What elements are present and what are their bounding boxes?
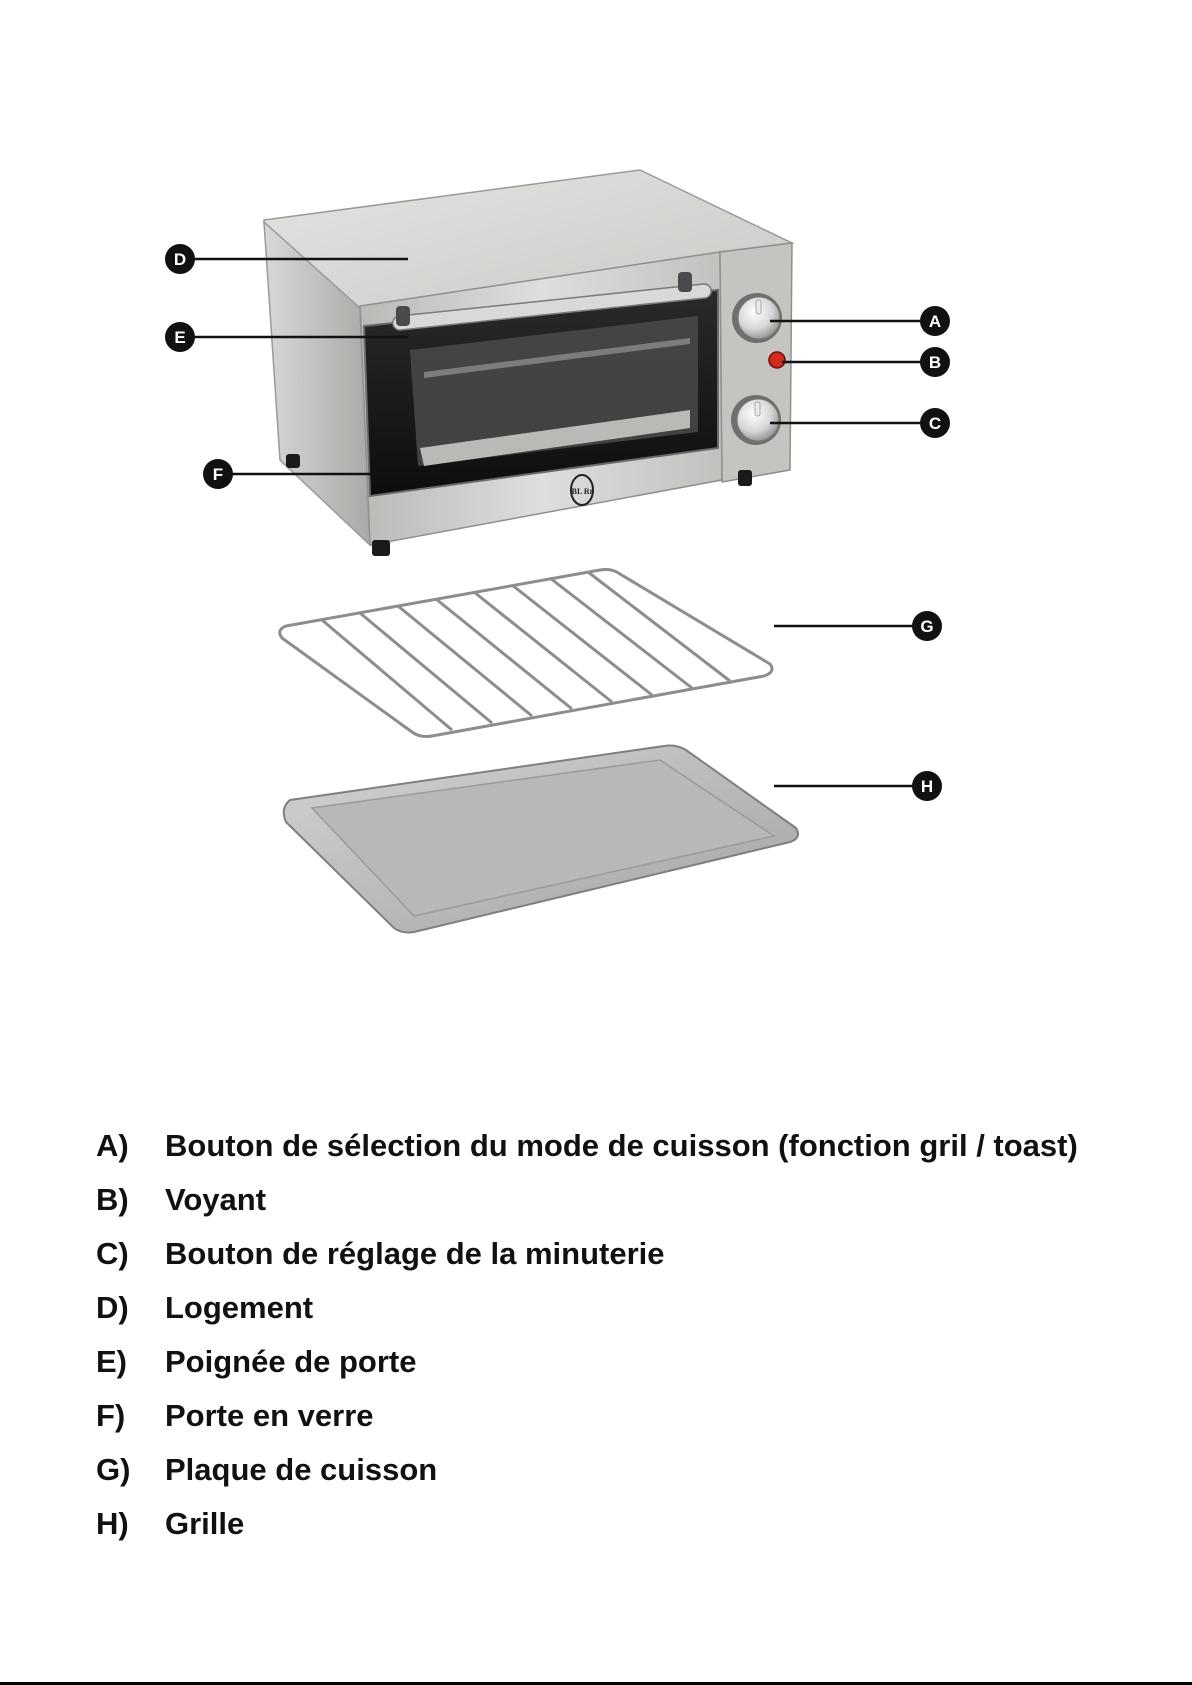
timer-knob xyxy=(731,395,781,445)
part-label: Voyant xyxy=(165,1182,266,1218)
callout-b: B xyxy=(920,347,950,377)
brand-logo-text: BL Rt xyxy=(572,487,593,496)
parts-list-item: B) Voyant xyxy=(96,1182,1078,1236)
callout-a-label: A xyxy=(929,312,941,331)
part-letter: F) xyxy=(96,1398,165,1434)
wire-rack xyxy=(280,570,772,737)
part-letter: A) xyxy=(96,1128,165,1164)
parts-list-item: H) Grille xyxy=(96,1506,1078,1560)
baking-tray xyxy=(284,746,798,933)
oven-foot xyxy=(372,540,390,556)
part-letter: E) xyxy=(96,1344,165,1380)
part-letter: H) xyxy=(96,1506,165,1542)
callout-a: A xyxy=(920,306,950,336)
part-label: Bouton de sélection du mode de cuisson (… xyxy=(165,1128,1078,1164)
parts-list-item: D) Logement xyxy=(96,1290,1078,1344)
part-letter: C) xyxy=(96,1236,165,1272)
callout-g-label: G xyxy=(920,617,933,636)
parts-list-item: F) Porte en verre xyxy=(96,1398,1078,1452)
callout-c: C xyxy=(920,408,950,438)
callout-b-label: B xyxy=(929,353,941,372)
parts-list-item: A) Bouton de sélection du mode de cuisso… xyxy=(96,1128,1078,1182)
part-letter: G) xyxy=(96,1452,165,1488)
parts-list: A) Bouton de sélection du mode de cuisso… xyxy=(96,1128,1078,1560)
part-label: Logement xyxy=(165,1290,313,1326)
part-label: Plaque de cuisson xyxy=(165,1452,437,1488)
callout-e-label: E xyxy=(174,328,185,347)
parts-list-item: C) Bouton de réglage de la minuterie xyxy=(96,1236,1078,1290)
callout-c-label: C xyxy=(929,414,941,433)
callout-h-label: H xyxy=(921,777,933,796)
parts-list-item: E) Poignée de porte xyxy=(96,1344,1078,1398)
indicator-light xyxy=(769,352,785,368)
part-label: Bouton de réglage de la minuterie xyxy=(165,1236,665,1272)
oven-foot xyxy=(738,470,752,486)
callout-f: F xyxy=(203,459,233,489)
part-letter: D) xyxy=(96,1290,165,1326)
callout-d-label: D xyxy=(174,250,186,269)
callout-d: D xyxy=(165,244,195,274)
callout-h: H xyxy=(912,771,942,801)
cooking-mode-knob xyxy=(732,293,782,343)
callout-g: G xyxy=(912,611,942,641)
callout-e: E xyxy=(165,322,195,352)
part-label: Porte en verre xyxy=(165,1398,374,1434)
callout-f-label: F xyxy=(213,465,223,484)
product-figure: BL Rt xyxy=(0,0,1192,1000)
toaster-oven: BL Rt xyxy=(264,170,792,556)
part-letter: B) xyxy=(96,1182,165,1218)
oven-foot xyxy=(286,454,300,468)
handle-mount-left xyxy=(396,306,410,326)
parts-list-item: G) Plaque de cuisson xyxy=(96,1452,1078,1506)
part-label: Grille xyxy=(165,1506,244,1542)
handle-mount-right xyxy=(678,272,692,292)
part-label: Poignée de porte xyxy=(165,1344,416,1380)
